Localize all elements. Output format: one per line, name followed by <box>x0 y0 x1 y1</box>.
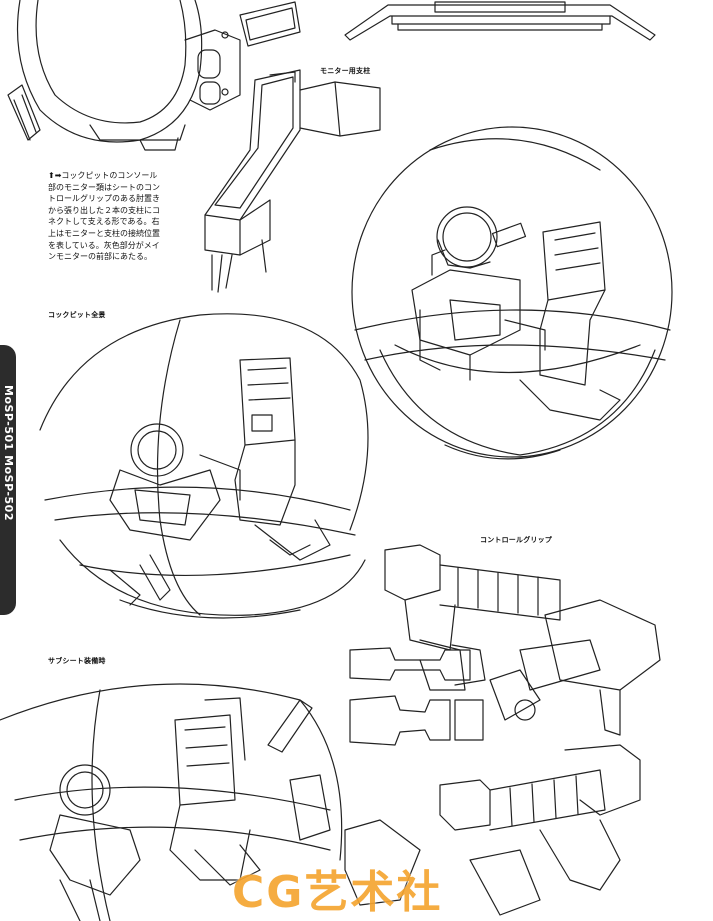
watermark: CG艺术社 <box>232 867 443 918</box>
monitor-bar-drawing <box>344 1 656 41</box>
description-line: ⬆➡コックピットのコンソール <box>48 171 158 180</box>
description-line: ネクトして支える形である。右 <box>48 217 160 227</box>
description-line: を表している。灰色部分がメイ <box>48 240 160 250</box>
label-cockpit-overview: コックピット全景 <box>48 311 106 319</box>
cockpit-overview-drawing <box>39 313 369 619</box>
label-sub-seat: サブシート装備時 <box>48 657 106 665</box>
monitor-strut-drawing <box>204 69 381 293</box>
description-line: 部のモニター類はシートのコン <box>48 182 160 192</box>
description-line: 上はモニターと支柱の接続位置 <box>48 228 160 238</box>
monitor-frame-drawing <box>7 0 301 151</box>
label-monitor-strut: モニター用支柱 <box>320 67 371 75</box>
description-text: ⬆➡コックピットのコンソール 部のモニター類はシートのコン トロールグリップのあ… <box>48 170 213 263</box>
description-line: トロールグリップのある肘置き <box>48 194 160 204</box>
control-grip-drawing <box>344 544 661 916</box>
description-line: から張り出した２本の支柱にコ <box>48 205 160 215</box>
sub-seat-drawing <box>0 683 343 921</box>
side-tab <box>0 345 16 615</box>
label-control-grip: コントロールグリップ <box>480 536 552 544</box>
side-tab-text: MoSP-501 MoSP-502 <box>2 385 15 521</box>
cockpit-sphere-upper-drawing <box>351 126 673 460</box>
description-line: ンモニターの前部にあたる。 <box>48 252 152 262</box>
